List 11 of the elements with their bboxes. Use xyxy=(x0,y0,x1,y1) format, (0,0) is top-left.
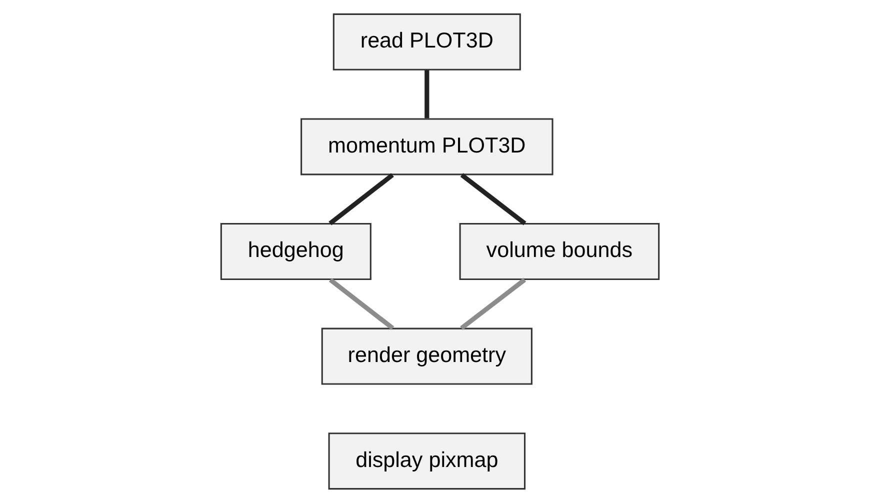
connector xyxy=(328,278,394,330)
node-box: momentum PLOT3D xyxy=(300,118,553,176)
connector xyxy=(328,173,394,226)
connector xyxy=(424,70,429,118)
node-box: display pixmap xyxy=(328,432,526,490)
connector xyxy=(460,278,526,330)
connector xyxy=(460,173,526,226)
node-box: hedgehog xyxy=(220,222,371,280)
node-box: render geometry xyxy=(320,328,532,385)
node-box: read PLOT3D xyxy=(332,13,520,70)
node-box: volume bounds xyxy=(458,222,660,280)
